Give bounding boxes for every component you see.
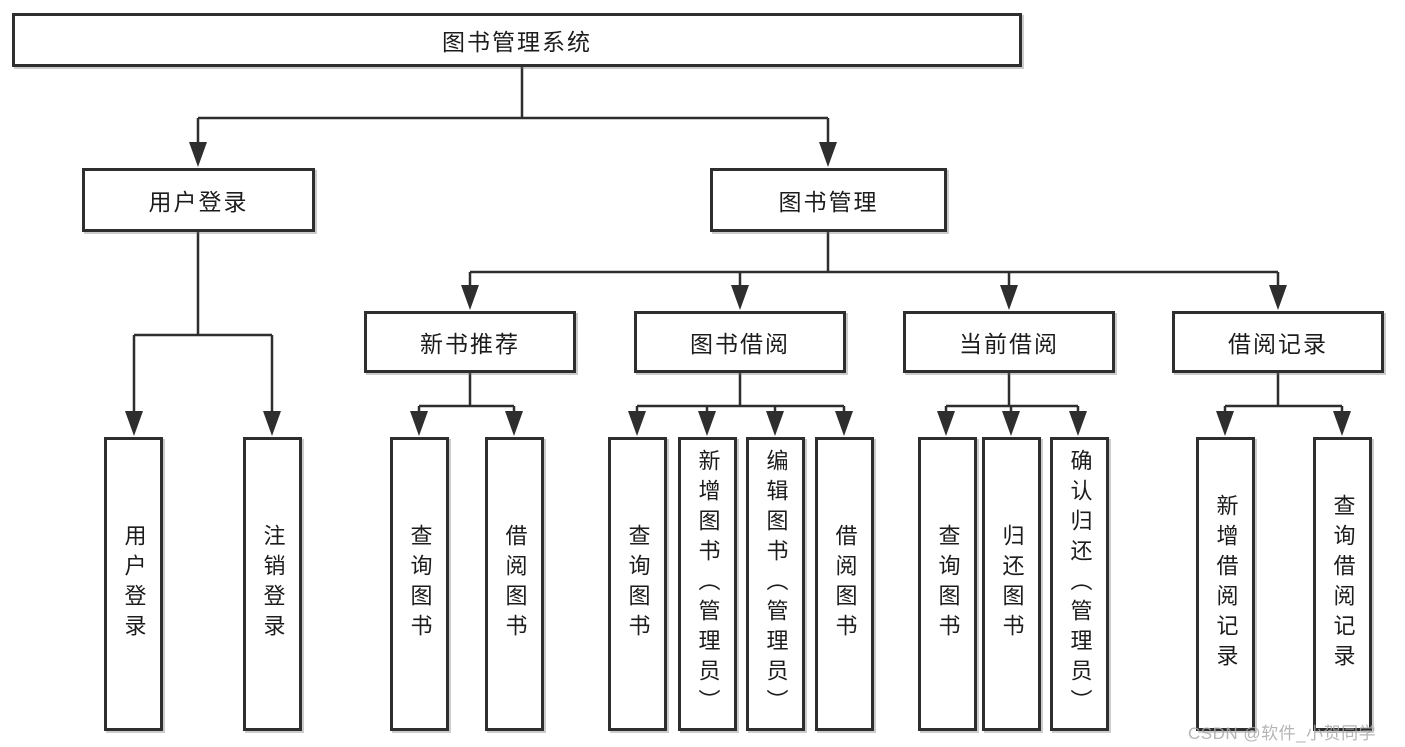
branch-user-login xyxy=(132,232,274,416)
node-new-book-recommendation-label: 新书推荐 xyxy=(420,331,520,357)
node-user-login: 用户登录 xyxy=(82,168,315,232)
branch-current xyxy=(944,373,1080,416)
leaf-current-query-books: 查询图书 xyxy=(918,437,977,731)
branch-root xyxy=(196,67,830,146)
watermark: CSDN @软件_小贺同学 xyxy=(1188,724,1377,743)
leaf-current-confirm-return-admin: 确认归还（管理员） xyxy=(1050,437,1109,731)
leaf-recommend-query-books: 查询图书 xyxy=(390,437,449,731)
leaf-user-login: 用户登录 xyxy=(104,437,163,731)
node-new-book-recommendation: 新书推荐 xyxy=(364,311,576,373)
node-book-management: 图书管理 xyxy=(710,168,947,232)
node-borrowing-records: 借阅记录 xyxy=(1172,311,1384,373)
node-root-label: 图书管理系统 xyxy=(442,29,592,55)
leaf-borrow-add-books-admin: 新增图书（管理员） xyxy=(678,437,737,731)
node-current-borrowing: 当前借阅 xyxy=(903,311,1115,373)
branch-records xyxy=(1223,373,1344,416)
leaf-records-add-borrow-record: 新增借阅记录 xyxy=(1196,437,1255,731)
leaf-borrow-edit-books-admin: 编辑图书（管理员） xyxy=(746,437,805,731)
node-book-management-label: 图书管理 xyxy=(778,189,879,215)
node-borrowing-records-label: 借阅记录 xyxy=(1228,331,1328,357)
branch-new-book xyxy=(417,373,516,416)
leaf-recommend-borrow-books: 借阅图书 xyxy=(485,437,544,731)
node-book-borrowing: 图书借阅 xyxy=(634,311,846,373)
branch-book-management xyxy=(468,232,1280,289)
leaf-logout: 注销登录 xyxy=(243,437,302,731)
node-user-login-label: 用户登录 xyxy=(148,189,249,215)
leaf-current-return-books: 归还图书 xyxy=(982,437,1041,731)
node-book-borrowing-label: 图书借阅 xyxy=(690,331,790,357)
arrowheads xyxy=(125,142,1351,436)
node-root: 图书管理系统 xyxy=(12,13,1022,67)
leaf-records-query-borrow-record: 查询借阅记录 xyxy=(1313,437,1372,731)
branch-borrowing xyxy=(635,373,846,416)
leaf-borrow-query-books: 查询图书 xyxy=(608,437,667,731)
leaf-borrow-borrow-books: 借阅图书 xyxy=(815,437,874,731)
node-current-borrowing-label: 当前借阅 xyxy=(959,331,1059,357)
